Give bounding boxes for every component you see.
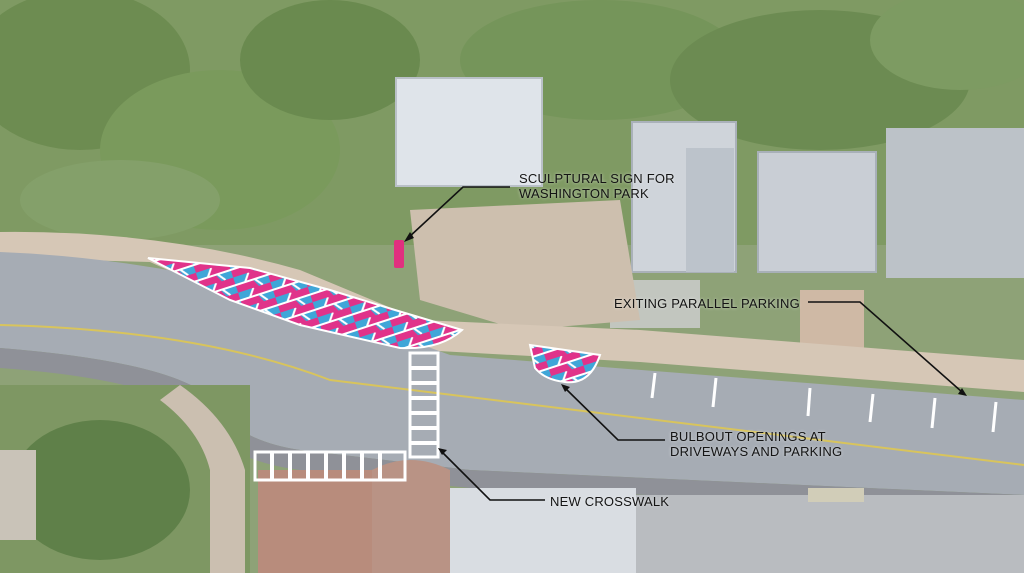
road-centerline [0, 324, 1024, 466]
parking-label-text: EXITING PARALLEL PARKING [614, 296, 800, 311]
parking-stall-markers [650, 372, 998, 433]
leader-lines [407, 186, 963, 501]
bulbout-small [528, 343, 602, 384]
crosswalk-label-text: NEW CROSSWALK [550, 494, 670, 509]
bulbout-label-line2: DRIVEWAYS AND PARKING [670, 444, 843, 459]
bulbout-label: BULBOUT OPENINGS AT DRIVEWAYS AND PARKIN… [670, 429, 842, 459]
sculptural-sign-marker [394, 240, 404, 268]
plaza-paving [410, 200, 640, 330]
leader-arrowheads [404, 232, 967, 455]
crosswalk-label: NEW CROSSWALK [550, 494, 669, 509]
crosswalk-vertical [408, 351, 440, 459]
bulbout-main [147, 257, 464, 350]
parking-label: EXITING PARALLEL PARKING [614, 296, 800, 311]
sculptural-sign-label: SCULPTURAL SIGN FOR WASHINGTON PARK [519, 171, 675, 201]
sign-label-line2: WASHINGTON PARK [519, 186, 649, 201]
sign-label-line1: SCULPTURAL SIGN FOR [519, 171, 675, 186]
bulbout-label-line1: BULBOUT OPENINGS AT [670, 429, 826, 444]
south-block [0, 385, 1024, 573]
buildings-north [395, 77, 1024, 354]
crosswalk-horizontal [253, 450, 407, 482]
